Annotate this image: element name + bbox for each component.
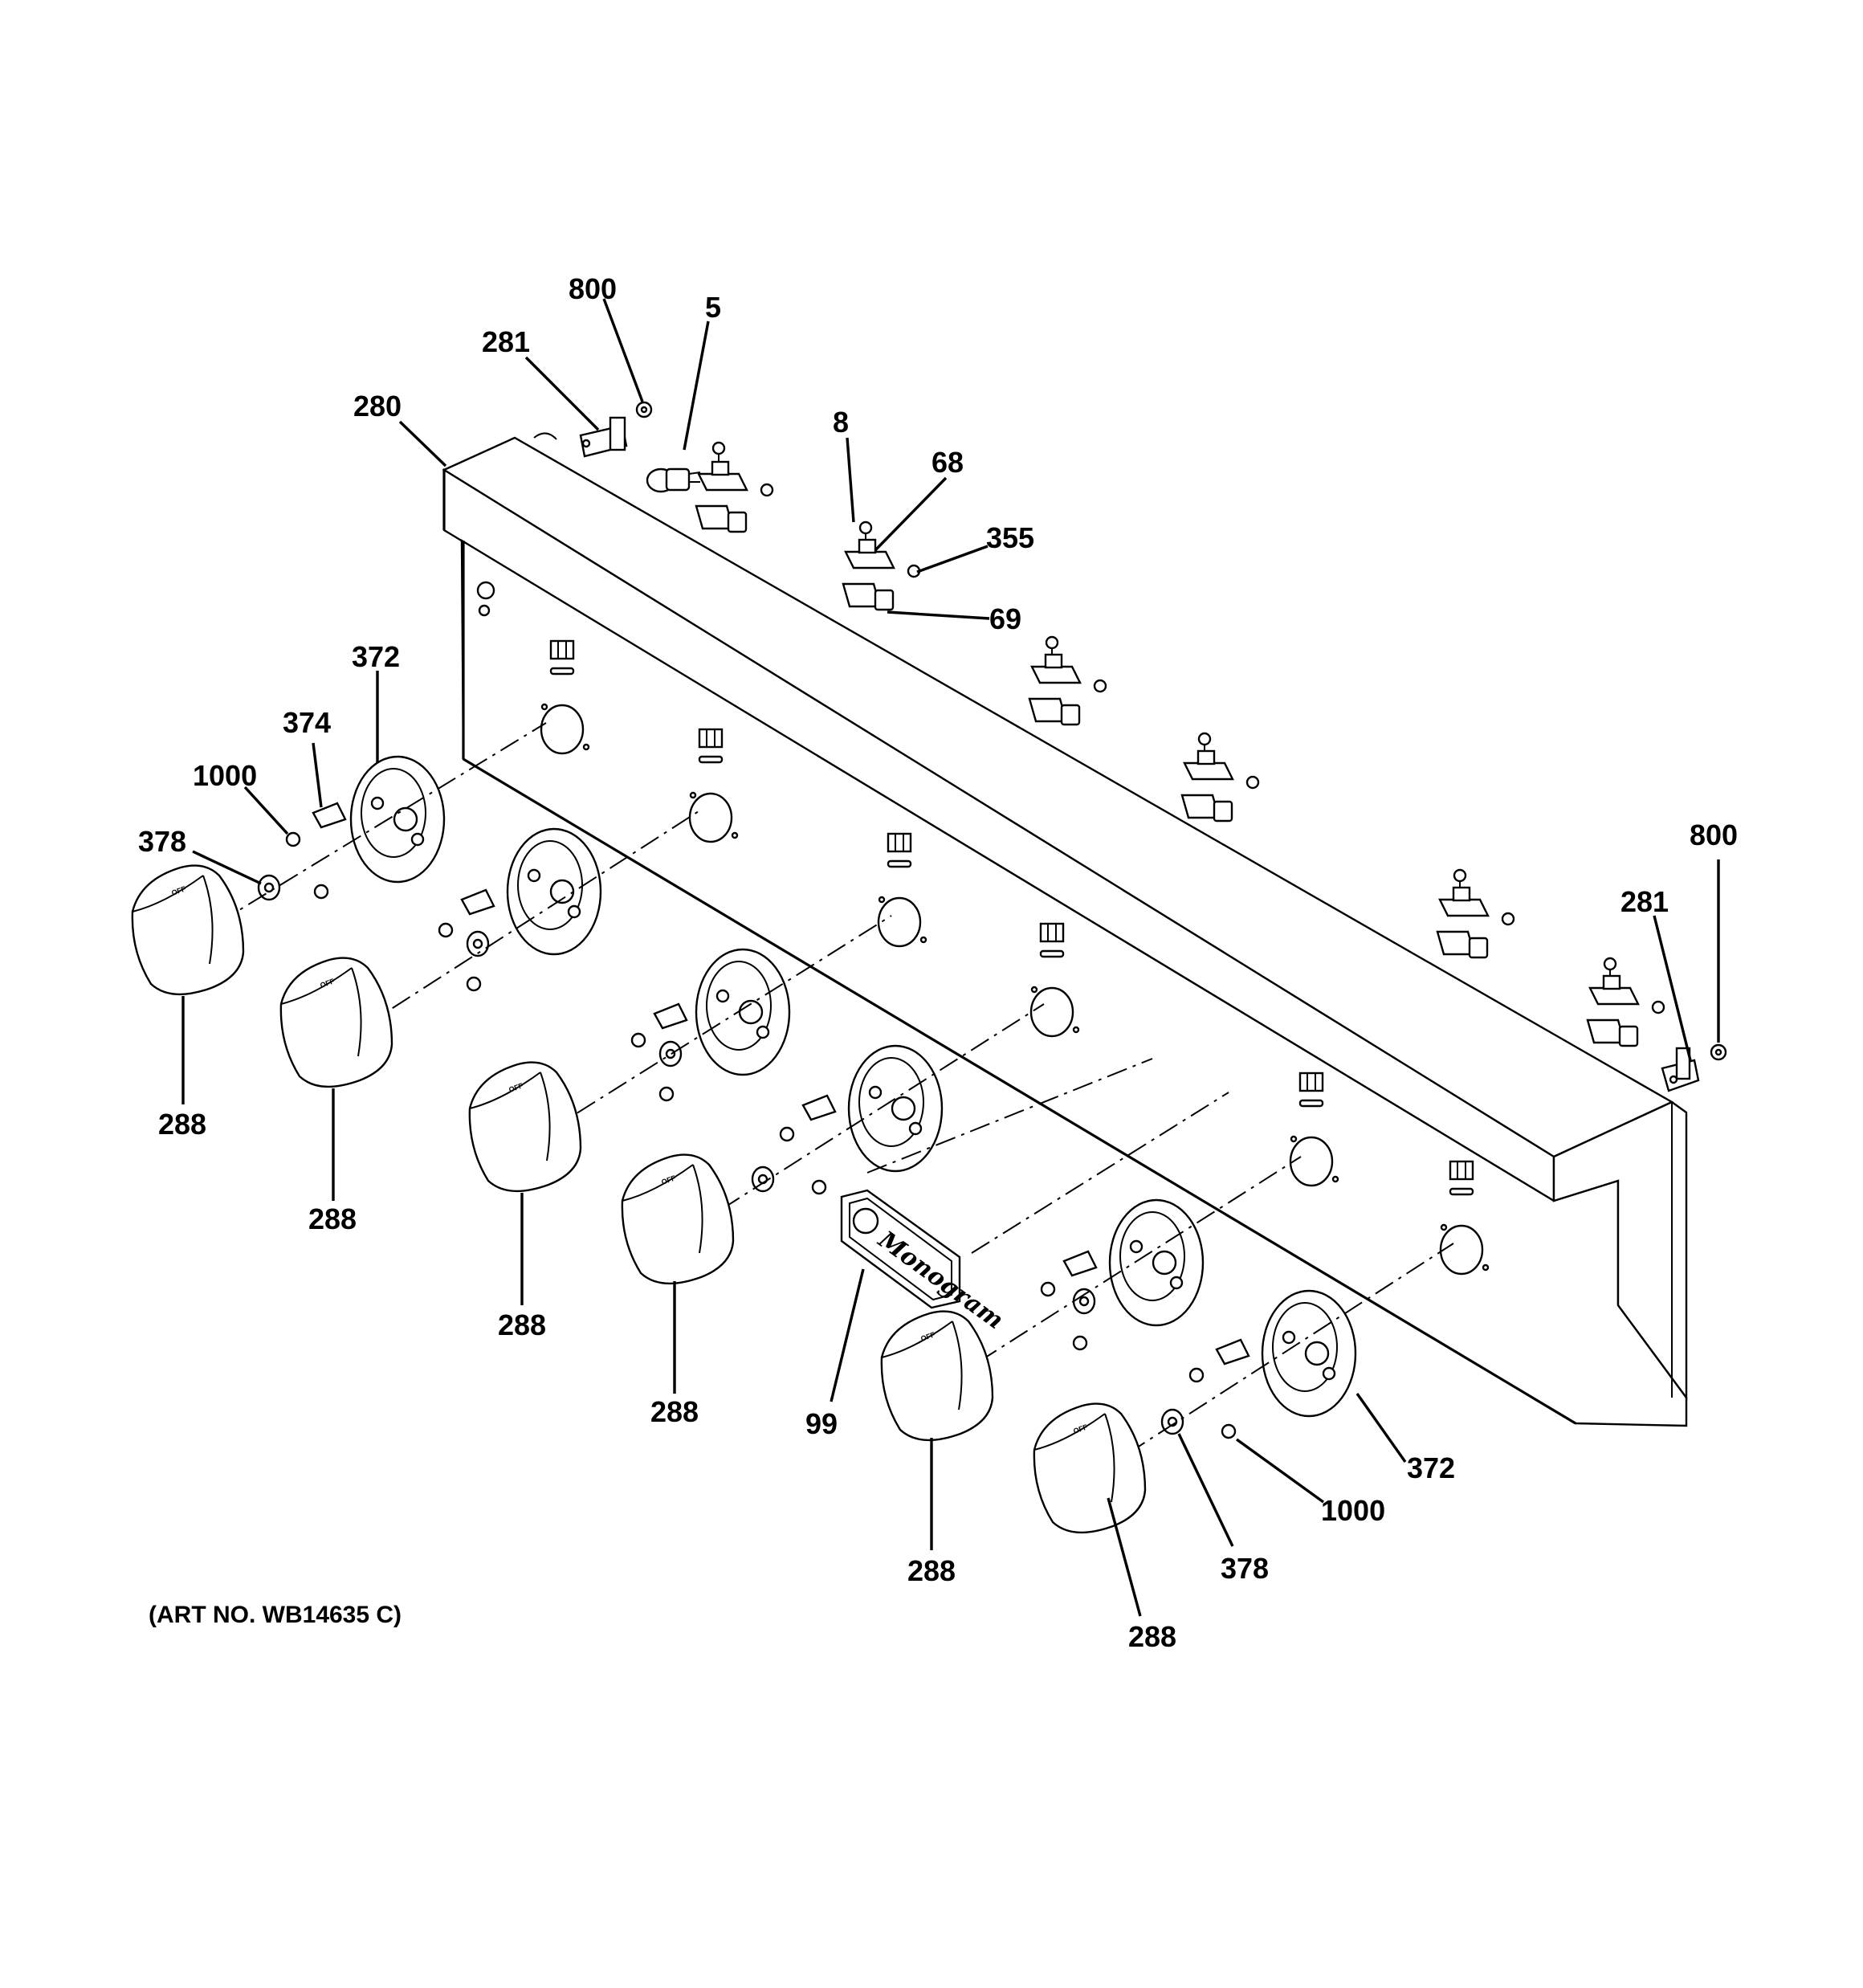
callout-288-f: 288 [1128, 1620, 1176, 1653]
callout-69: 69 [989, 602, 1021, 635]
callout-374: 374 [283, 706, 331, 739]
screw-800-left [635, 401, 653, 418]
callout-1000-right: 1000 [1321, 1494, 1385, 1527]
assembly-axis-lines [216, 722, 1454, 1475]
control-panel-280 [442, 432, 1688, 1427]
callout-800-right: 800 [1690, 818, 1738, 851]
art-number: (ART NO. WB14635 C) [149, 1602, 402, 1628]
nameplate-99: Monogram [840, 1189, 1009, 1335]
callout-labels: 800 5 281 280 8 68 355 69 372 374 1000 3… [138, 272, 1738, 1653]
knob-bezels-372 [349, 755, 1357, 1418]
callout-68: 68 [932, 446, 964, 479]
switch-assemblies [695, 441, 1665, 1047]
screw-800-right [1710, 1043, 1727, 1061]
callout-800-top: 800 [569, 272, 617, 305]
callout-99: 99 [805, 1407, 838, 1440]
leader-lines [181, 298, 1720, 1617]
callout-281-top: 281 [482, 325, 530, 358]
indicator-light-5 [646, 467, 701, 493]
control-knobs-288: OFF OFF OFF OFF OFF [131, 864, 1147, 1534]
callout-288-e: 288 [907, 1554, 956, 1587]
panel-valve-openings [540, 639, 1490, 1276]
callout-372-right: 372 [1407, 1451, 1455, 1484]
callout-288-b: 288 [308, 1202, 357, 1235]
bracket-281-left [579, 416, 628, 458]
callout-8: 8 [833, 406, 849, 439]
bracket-281-right [1661, 1047, 1700, 1092]
callout-280: 280 [353, 390, 402, 423]
callout-1000-left: 1000 [193, 759, 257, 792]
callout-5: 5 [705, 291, 721, 324]
callout-281-right: 281 [1620, 885, 1669, 918]
callout-355: 355 [986, 521, 1034, 554]
callout-288-a: 288 [158, 1108, 206, 1141]
callout-288-c: 288 [498, 1308, 546, 1341]
callout-378-left: 378 [138, 825, 186, 858]
callout-372-left: 372 [352, 640, 400, 673]
callout-288-d: 288 [650, 1395, 699, 1428]
callout-378-right: 378 [1221, 1552, 1269, 1585]
